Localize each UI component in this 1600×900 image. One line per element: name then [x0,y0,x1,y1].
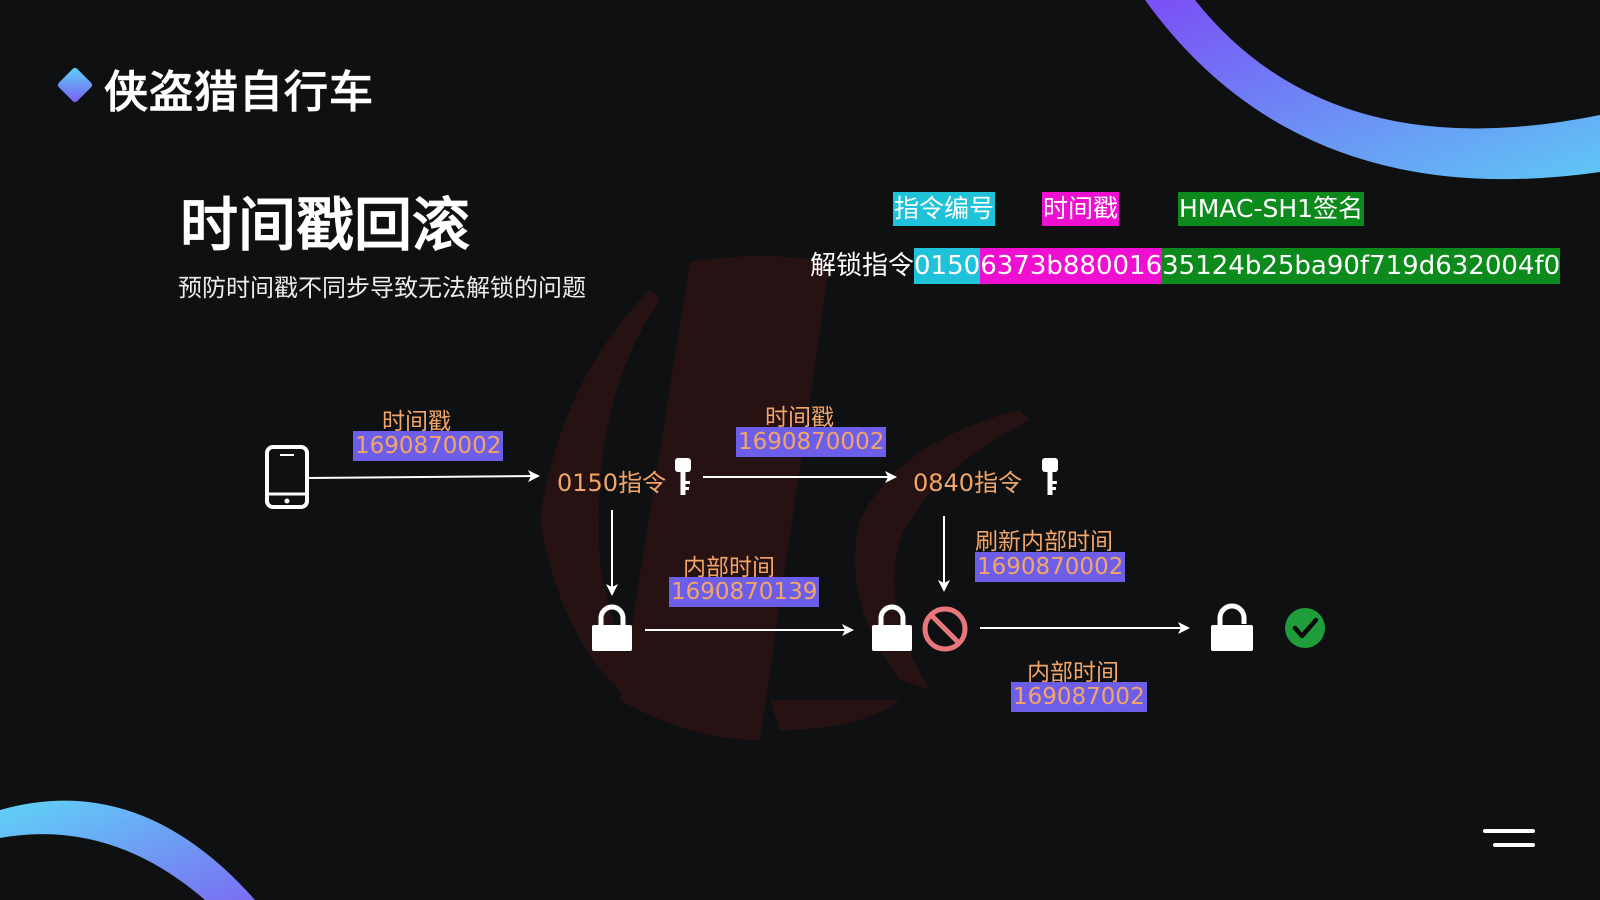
arc-bottom-left [0,800,255,900]
internal-time-label-1: 内部时间 [683,555,775,581]
key-icon [1042,458,1058,495]
lock-closed-icon [592,604,632,651]
unlock-command-sig-part: 35124b25ba90f719d632004f0 [1162,248,1561,284]
slide-title: 时间戳回滚 [180,191,471,259]
internal-time-label-2: 内部时间 [1027,660,1119,686]
arc-top-right [1145,0,1600,180]
key-icon [675,458,691,495]
internal-time-value-1: 1690870139 [669,577,820,607]
watermark-shape [540,256,1030,740]
prohibited-icon [922,606,968,652]
phone-icon [265,445,309,509]
refresh-internal-time-label: 刷新内部时间 [975,529,1113,555]
command-0150: 0150指令 [557,469,667,497]
arrow-phone-to-0150 [307,470,540,483]
header-title: 侠盗猎自行车 [104,67,374,118]
lock-closed-icon [872,604,912,651]
slide-subtitle: 预防时间戳不同步导致无法解锁的问题 [178,274,586,302]
unlock-command-cmd-part: 0150 [914,248,981,284]
ts-value-1: 1690870002 [353,431,504,461]
check-circle-icon [1285,608,1325,648]
unlock-command: 解锁指令01506373b88001635124b25ba90f719d6320… [810,248,1561,284]
unlock-command-ts-part: 6373b880016 [980,248,1163,284]
legend-timestamp: 时间戳 [1042,192,1120,226]
legend-command-id: 指令编号 [893,192,996,226]
lock-open-icon [1211,603,1253,651]
refresh-internal-time-value: 1690870002 [975,552,1126,582]
internal-time-value-2: 169087002 [1011,682,1147,712]
menu-icon[interactable] [1483,829,1535,847]
ts-value-2: 1690870002 [736,427,887,457]
command-0840: 0840指令 [913,469,1023,497]
unlock-command-label: 解锁指令 [810,251,915,281]
legend-signature: HMAC-SH1签名 [1178,192,1365,226]
ts-label-1: 时间戳 [382,409,451,435]
ts-label-2: 时间戳 [765,405,834,431]
